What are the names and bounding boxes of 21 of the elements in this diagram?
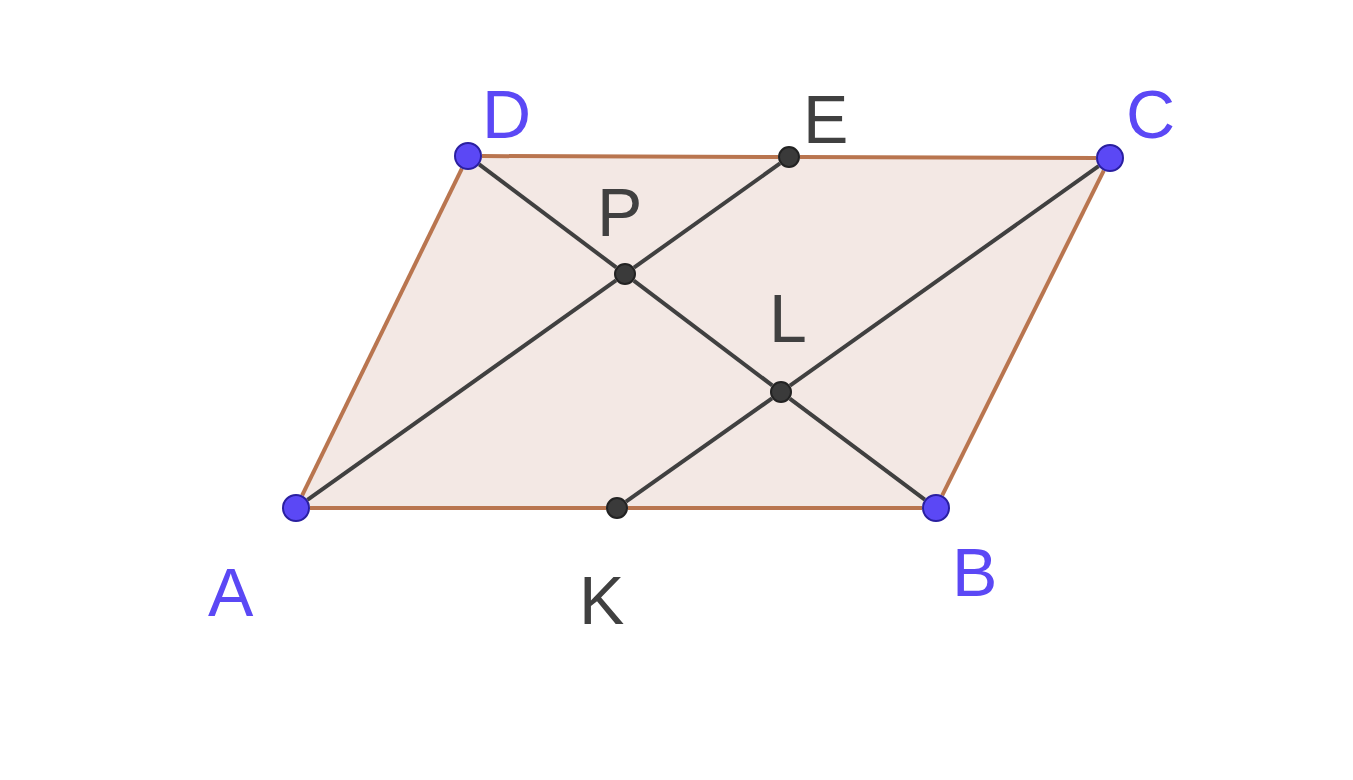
line-segment (632, 279, 774, 387)
line-segment (800, 155, 1096, 160)
line-segment (624, 396, 774, 504)
point-label: C (1126, 80, 1176, 148)
point-label: D (482, 80, 532, 148)
line-segment (788, 164, 1100, 388)
line-segment (478, 162, 618, 269)
point-label: P (597, 178, 643, 246)
point-label: L (769, 284, 807, 352)
line-segment (310, 506, 606, 510)
line-segment (482, 154, 778, 159)
point-label: A (208, 558, 254, 626)
line-segment (632, 161, 782, 270)
line-segment (788, 397, 926, 502)
point-label: E (803, 85, 849, 153)
point-label: K (579, 566, 625, 634)
line-segment (628, 506, 922, 510)
point-label: B (952, 538, 998, 606)
line-segment (940, 169, 1106, 497)
line-segment (306, 278, 618, 502)
line-segment (300, 167, 464, 497)
